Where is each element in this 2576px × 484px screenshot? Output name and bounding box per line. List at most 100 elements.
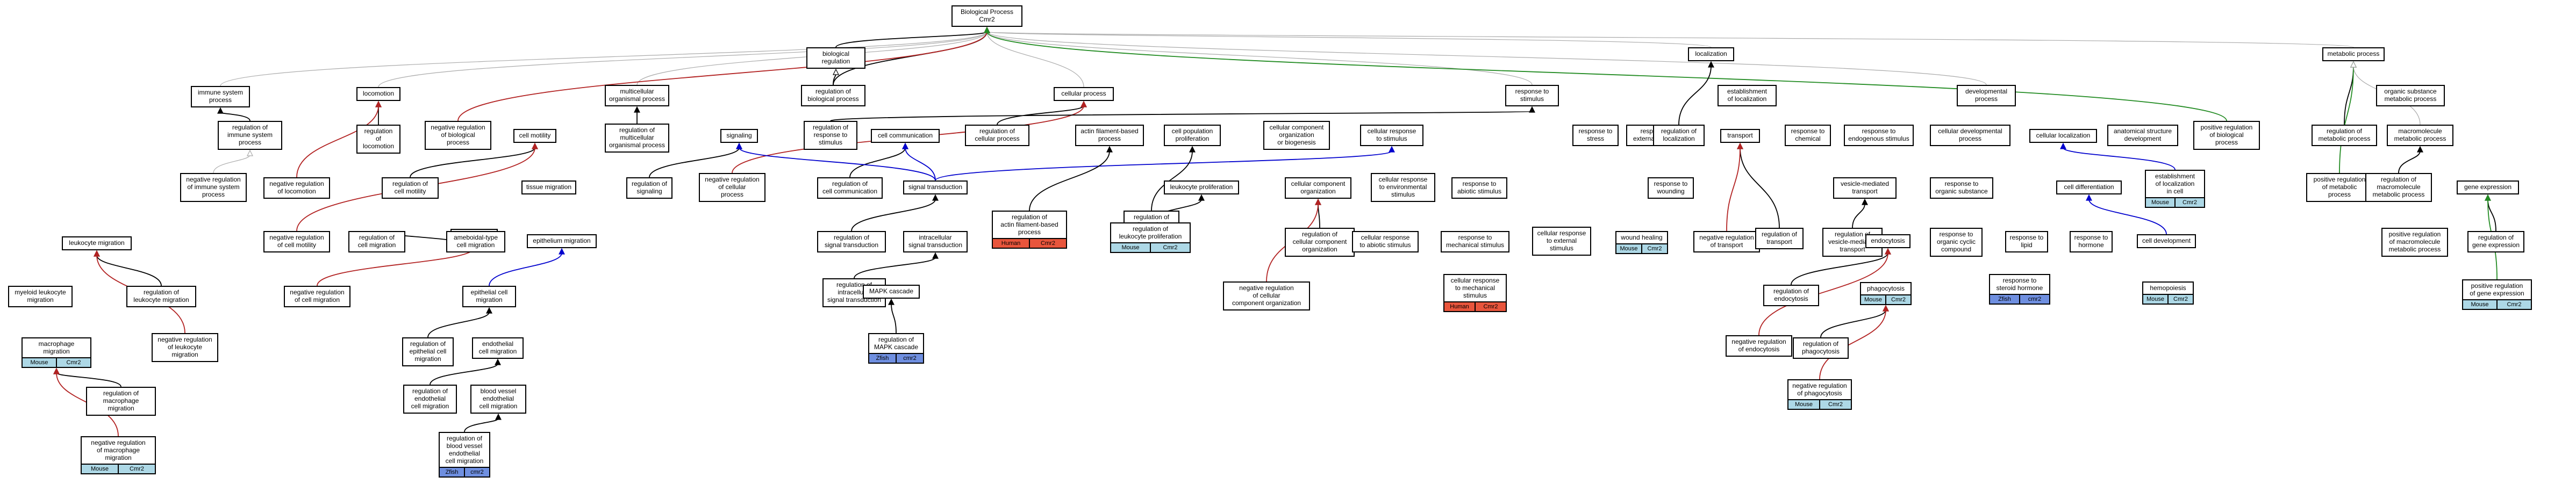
node-negative-regulation-of-leukocyte-migration[interactable]: negative regulation of leukocyte migrati… xyxy=(152,333,218,362)
node-cellular-process[interactable]: cellular process xyxy=(1054,87,1114,101)
node-regulation-of-locomotion[interactable]: regulation of locomotion xyxy=(356,125,400,154)
node-regulation-of-leukocyte-migration[interactable]: regulation of leukocyte migration xyxy=(126,286,196,307)
node-positive-regulation-of-macromolecule-metabolic-process[interactable]: positive regulation of macromolecule met… xyxy=(2381,228,2448,257)
node-response-to-wounding[interactable]: response to wounding xyxy=(1648,177,1694,199)
node-regulation-of-endocytosis[interactable]: regulation of endocytosis xyxy=(1763,285,1819,306)
node-response-to-organic-cyclic-compound[interactable]: response to organic cyclic compound xyxy=(1930,228,1983,257)
node-cellular-component-organization[interactable]: cellular component organization xyxy=(1285,177,1351,199)
node-regulation-of-localization[interactable]: regulation of localization xyxy=(1653,125,1705,146)
node-cell-motility[interactable]: cell motility xyxy=(513,129,556,143)
node-mapk-cascade[interactable]: MAPK cascade xyxy=(863,285,920,299)
node-negative-regulation-of-biological-process[interactable]: negative regulation of biological proces… xyxy=(425,121,491,150)
node-multicellular-organismal-process[interactable]: multicellular organismal process xyxy=(605,85,669,106)
node-organic-substance-metabolic-process[interactable]: organic substance metabolic process xyxy=(2376,85,2445,106)
node-blood-vessel-endothelial-cell-migration[interactable]: blood vessel endothelial cell migration xyxy=(470,385,526,414)
node-cell-differentiation[interactable]: cell differentiation xyxy=(2056,180,2122,194)
node-cell-communication[interactable]: cell communication xyxy=(871,129,940,143)
node-cell-development[interactable]: cell development xyxy=(2137,234,2196,248)
node-cellular-developmental-process[interactable]: cellular developmental process xyxy=(1930,125,2010,146)
node-cellular-component-organization-or-biogenesis[interactable]: cellular component organization or bioge… xyxy=(1263,121,1330,150)
node-metabolic-process[interactable]: metabolic process xyxy=(2322,47,2385,61)
node-negative-regulation-of-cell-migration[interactable]: negative regulation of cell migration xyxy=(284,286,350,307)
node-cellular-response-to-mechanical-stimulus[interactable]: cellular response to mechanical stimulus… xyxy=(1443,274,1507,312)
node-regulation-of-cell-communication[interactable]: regulation of cell communication xyxy=(817,177,883,199)
node-regulation-of-phagocytosis[interactable]: regulation of phagocytosis xyxy=(1793,337,1849,359)
node-biological-regulation[interactable]: biological regulation xyxy=(806,47,865,69)
node-regulation-of-epithelial-cell-migration[interactable]: regulation of epithelial cell migration xyxy=(402,337,454,366)
node-endocytosis[interactable]: endocytosis xyxy=(1865,234,1910,248)
node-myeloid-leukocyte-migration[interactable]: myeloid leukocyte migration xyxy=(8,286,73,307)
node-negative-regulation-of-macrophage-migration[interactable]: negative regulation of macrophage migrat… xyxy=(81,436,156,474)
node-regulation-of-multicellular-organismal-process[interactable]: regulation of multicellular organismal p… xyxy=(605,124,669,153)
node-response-to-chemical[interactable]: response to chemical xyxy=(1785,125,1831,146)
node-leukocyte-proliferation[interactable]: leukocyte proliferation xyxy=(1164,180,1239,194)
node-response-to-endogenous-stimulus[interactable]: response to endogenous stimulus xyxy=(1844,125,1914,146)
node-regulation-of-macrophage-migration[interactable]: regulation of macrophage migration xyxy=(86,387,156,416)
node-leukocyte-migration[interactable]: leukocyte migration xyxy=(62,236,132,250)
node-gene-expression[interactable]: gene expression xyxy=(2457,180,2519,194)
node-cellular-response-to-stimulus[interactable]: cellular response to stimulus xyxy=(1360,125,1423,146)
node-macromolecule-metabolic-process[interactable]: macromolecule metabolic process xyxy=(2387,125,2453,146)
node-regulation-of-actin-filament-based-process[interactable]: regulation of actin filament-based proce… xyxy=(992,211,1067,249)
node-actin-filament-based-process[interactable]: actin filament-based process xyxy=(1075,125,1144,146)
node-intracellular-signal-transduction[interactable]: intracellular signal transduction xyxy=(903,231,968,252)
node-response-to-stress[interactable]: response to stress xyxy=(1572,125,1619,146)
node-anatomical-structure-development[interactable]: anatomical structure development xyxy=(2107,125,2178,146)
node-response-to-mechanical-stimulus[interactable]: response to mechanical stimulus xyxy=(1441,231,1509,252)
node-cellular-response-to-environmental-stimulus[interactable]: cellular response to environmental stimu… xyxy=(1371,173,1435,202)
node-regulation-of-gene-expression[interactable]: regulation of gene expression xyxy=(2467,231,2524,252)
node-tissue-migration[interactable]: tissue migration xyxy=(521,180,576,194)
node-cell-population-proliferation[interactable]: cell population proliferation xyxy=(1164,125,1221,146)
node-establishment-of-localization[interactable]: establishment of localization xyxy=(1718,85,1777,106)
node-regulation-of-endothelial-cell-migration[interactable]: regulation of endothelial cell migration xyxy=(403,385,457,414)
node-epithelial-cell-migration[interactable]: epithelial cell migration xyxy=(462,286,516,307)
node-response-to-lipid[interactable]: response to lipid xyxy=(2005,231,2048,252)
node-regulation-of-blood-vessel-endothelial-cell-migration[interactable]: regulation of blood vessel endothelial c… xyxy=(439,432,490,478)
node-regulation-of-cellular-process[interactable]: regulation of cellular process xyxy=(965,125,1029,146)
node-ameboidal-type-cell-migration[interactable]: ameboidal-type cell migration xyxy=(446,231,505,252)
node-positive-regulation-of-biological-process[interactable]: positive regulation of biological proces… xyxy=(2193,121,2260,150)
node-negative-regulation-of-cellular-process[interactable]: negative regulation of cellular process xyxy=(699,173,765,202)
node-signal-transduction[interactable]: signal transduction xyxy=(903,180,968,194)
node-negative-regulation-of-endocytosis[interactable]: negative regulation of endocytosis xyxy=(1726,335,1792,357)
node-cellular-response-to-external-stimulus[interactable]: cellular response to external stimulus xyxy=(1532,227,1591,256)
node-positive-regulation-of-metabolic-process[interactable]: positive regulation of metabolic process xyxy=(2306,173,2373,202)
node-regulation-of-metabolic-process[interactable]: regulation of metabolic process xyxy=(2312,125,2377,146)
node-negative-regulation-of-immune-system-process[interactable]: negative regulation of immune system pro… xyxy=(180,173,247,202)
node-regulation-of-macromolecule-metabolic-process[interactable]: regulation of macromolecule metabolic pr… xyxy=(2365,173,2432,202)
node-endothelial-cell-migration[interactable]: endothelial cell migration xyxy=(472,337,524,359)
node-signaling[interactable]: signaling xyxy=(720,129,758,143)
node-vesicle-mediated-transport[interactable]: vesicle-mediated transport xyxy=(1833,177,1897,199)
node-epithelium-migration[interactable]: epithelium migration xyxy=(527,234,597,248)
node-localization[interactable]: localization xyxy=(1688,47,1734,61)
node-regulation-of-cell-migration[interactable]: regulation of cell migration xyxy=(348,231,405,252)
node-negative-regulation-of-cell-motility[interactable]: negative regulation of cell motility xyxy=(263,231,330,252)
node-response-to-abiotic-stimulus[interactable]: response to abiotic stimulus xyxy=(1451,177,1507,199)
node-cellular-response-to-abiotic-stimulus[interactable]: cellular response to abiotic stimulus xyxy=(1352,231,1419,252)
node-cellular-localization[interactable]: cellular localization xyxy=(2029,129,2097,143)
node-locomotion[interactable]: locomotion xyxy=(356,87,400,101)
node-developmental-process[interactable]: developmental process xyxy=(1957,85,2016,106)
node-regulation-of-cell-motility[interactable]: regulation of cell motility xyxy=(382,177,439,199)
node-regulation-of-signal-transduction[interactable]: regulation of signal transduction xyxy=(817,231,886,252)
node-response-to-stimulus[interactable]: response to stimulus xyxy=(1505,85,1559,106)
node-negative-regulation-of-transport[interactable]: negative regulation of transport xyxy=(1693,231,1760,252)
node-regulation-of-cellular-component-organization[interactable]: regulation of cellular component organiz… xyxy=(1285,228,1355,257)
node-response-to-hormone[interactable]: response to hormone xyxy=(2070,231,2113,252)
node-regulation-of-response-to-stimulus[interactable]: regulation of response to stimulus xyxy=(804,121,857,150)
node-transport[interactable]: transport xyxy=(1720,129,1760,143)
node-regulation-of-biological-process[interactable]: regulation of biological process xyxy=(801,85,865,106)
node-negative-regulation-of-locomotion[interactable]: negative regulation of locomotion xyxy=(263,177,330,199)
node-immune-system-process[interactable]: immune system process xyxy=(191,86,250,107)
node-regulation-of-transport[interactable]: regulation of transport xyxy=(1755,228,1804,249)
node-root[interactable]: Biological Process Cmr2 xyxy=(951,5,1022,27)
